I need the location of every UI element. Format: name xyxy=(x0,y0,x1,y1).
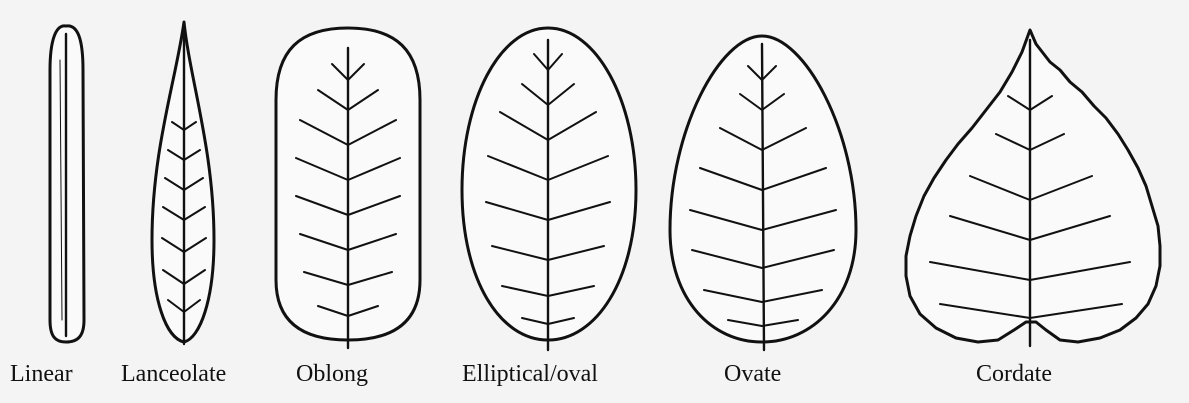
leaf-linear-drawing xyxy=(50,26,84,342)
leaf-lanceolate-drawing xyxy=(152,22,214,344)
label-lanceolate: Lanceolate xyxy=(121,362,226,386)
leaf-cordate-drawing xyxy=(906,30,1160,346)
leaf-ovate-drawing xyxy=(670,36,856,350)
label-ovate: Ovate xyxy=(724,362,781,386)
leaf-oblong-drawing xyxy=(276,28,420,348)
label-cordate: Cordate xyxy=(976,362,1052,386)
label-oblong: Oblong xyxy=(296,362,368,386)
leaf-elliptical-drawing xyxy=(462,28,636,350)
label-elliptical: Elliptical/oval xyxy=(462,362,598,386)
label-linear: Linear xyxy=(10,362,73,386)
